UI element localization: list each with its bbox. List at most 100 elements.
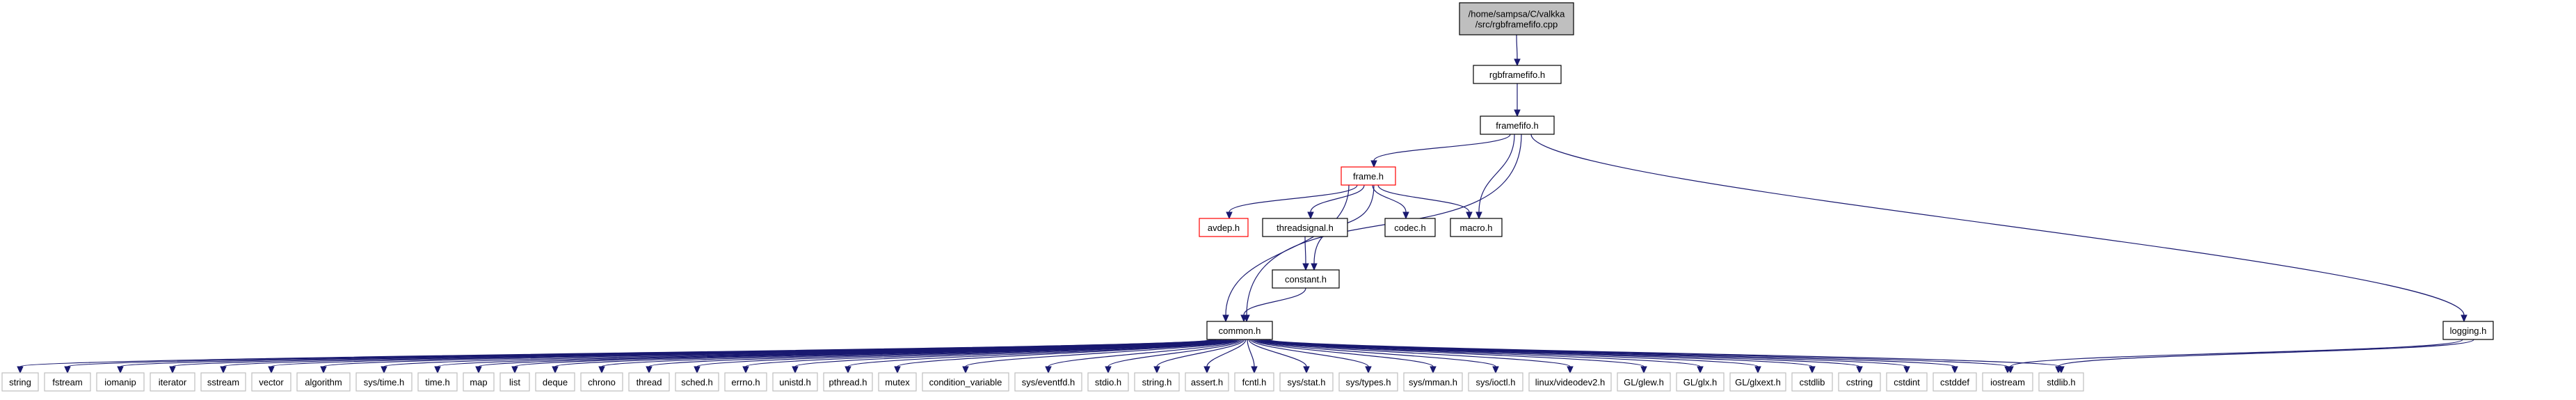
edge-arrowhead bbox=[1402, 211, 1409, 220]
node-leaf-pthread-h[interactable]: pthread.h bbox=[823, 372, 873, 392]
node-framefifo[interactable]: framefifo.h bbox=[1480, 115, 1555, 135]
node-leaf-fcntl-h[interactable]: fcntl.h bbox=[1234, 372, 1274, 392]
edge-framefifo-to-common bbox=[1246, 134, 1522, 316]
node-leaf-GL-glew-h[interactable]: GL/glew.h bbox=[1617, 372, 1671, 392]
edge-common-to-pthread-h bbox=[847, 339, 1238, 367]
node-threadsignal-label: threadsignal.h bbox=[1277, 223, 1334, 233]
node-leaf-linux-videodev2-h[interactable]: linux/videodev2.h bbox=[1528, 372, 1612, 392]
node-leaf-thread[interactable]: thread bbox=[628, 372, 670, 392]
node-leaf-mutex[interactable]: mutex bbox=[878, 372, 917, 392]
edge-frame-to-avdep bbox=[1229, 184, 1358, 213]
node-leaf-list[interactable]: list bbox=[499, 372, 530, 392]
edge-arrowhead bbox=[1365, 366, 1372, 374]
edge-arrowhead bbox=[1492, 366, 1499, 374]
node-leaf-assert-h-box bbox=[1185, 372, 1229, 392]
edge-threadsignal-to-constant bbox=[1304, 236, 1306, 264]
node-leaf-time-h-label: time.h bbox=[425, 377, 449, 387]
node-leaf-sched-h-box bbox=[675, 372, 719, 392]
node-logging[interactable]: logging.h bbox=[2442, 321, 2494, 340]
node-leaf-fstream[interactable]: fstream bbox=[44, 372, 91, 392]
edge-logging-to-stdlib bbox=[2058, 339, 2474, 367]
node-leaf-unistd-h-label: unistd.h bbox=[779, 377, 811, 387]
node-leaf-cstdlib[interactable]: cstdlib bbox=[1791, 372, 1833, 392]
node-leaf-algorithm[interactable]: algorithm bbox=[296, 372, 351, 392]
node-leaf-sys-ioctl-h[interactable]: sys/ioctl.h bbox=[1468, 372, 1523, 392]
node-leaf-GL-glx-h-label: GL/glx.h bbox=[1683, 377, 1717, 387]
node-leaf-sys-time-h-box bbox=[355, 372, 413, 392]
edge-common-to-assert-h bbox=[1206, 339, 1247, 367]
node-leaf-thread-label: thread bbox=[637, 377, 662, 387]
node-leaf-string-h[interactable]: string.h bbox=[1134, 372, 1180, 392]
node-leaf-time-h[interactable]: time.h bbox=[417, 372, 458, 392]
node-leaf-sys-mman-h[interactable]: sys/mman.h bbox=[1403, 372, 1463, 392]
node-codec[interactable]: codec.h bbox=[1384, 218, 1436, 237]
node-leaf-cstddef[interactable]: cstddef bbox=[1933, 372, 1977, 392]
node-macro[interactable]: macro.h bbox=[1450, 218, 1503, 237]
node-leaf-iostream-label: iostream bbox=[1990, 377, 2025, 387]
node-leaf-sys-types-h[interactable]: sys/types.h bbox=[1338, 372, 1398, 392]
node-leaf-errno-h[interactable]: errno.h bbox=[724, 372, 767, 392]
node-leaf-cstring-label: cstring bbox=[1846, 377, 1873, 387]
dependency-edges bbox=[17, 34, 2474, 374]
edge-common-to-GL-glew-h bbox=[1256, 339, 1645, 367]
node-frame-box bbox=[1341, 166, 1396, 186]
node-leaf-assert-h[interactable]: assert.h bbox=[1185, 372, 1229, 392]
node-frame[interactable]: frame.h bbox=[1341, 166, 1396, 186]
edge-logging-to-iostream bbox=[2010, 339, 2463, 367]
node-leaf-cstdint[interactable]: cstdint bbox=[1886, 372, 1928, 392]
node-leaf-stdio-h[interactable]: stdio.h bbox=[1087, 372, 1129, 392]
node-leaf-map[interactable]: map bbox=[463, 372, 495, 392]
edge-frame-to-common bbox=[1225, 184, 1350, 316]
node-leaf-thread-box bbox=[628, 372, 670, 392]
edge-arrowhead bbox=[1222, 314, 1229, 323]
node-leaf-sys-time-h[interactable]: sys/time.h bbox=[355, 372, 413, 392]
edge-common-to-sys-eventfd-h bbox=[1048, 339, 1242, 367]
node-threadsignal-box bbox=[1262, 218, 1348, 237]
node-rgbframefifo[interactable]: rgbframefifo.h bbox=[1473, 65, 1562, 84]
node-leaf-unistd-h[interactable]: unistd.h bbox=[772, 372, 818, 392]
edge-arrowhead bbox=[962, 366, 969, 374]
node-common[interactable]: common.h bbox=[1206, 321, 1273, 340]
node-leaf-cstddef-label: cstddef bbox=[1940, 377, 1969, 387]
node-leaf-condition-variable-box bbox=[922, 372, 1009, 392]
node-leaf-stdlib-h[interactable]: stdlib.h bbox=[2038, 372, 2084, 392]
node-leaf-GL-glxext-h[interactable]: GL/glxext.h bbox=[1729, 372, 1786, 392]
edge-common-to-GL-glx-h bbox=[1257, 339, 1701, 367]
dependency-nodes: /home/sampsa/C/valkka/src/rgbframefifo.c… bbox=[1, 2, 2494, 392]
node-leaf-map-label: map bbox=[470, 377, 487, 387]
node-leaf-sys-eventfd-h[interactable]: sys/eventfd.h bbox=[1014, 372, 1082, 392]
node-leaf-cstdint-box bbox=[1886, 372, 1928, 392]
edge-arrowhead bbox=[742, 366, 749, 374]
node-root-file[interactable]: /home/sampsa/C/valkka/src/rgbframefifo.c… bbox=[1459, 2, 1574, 35]
node-leaf-sched-h[interactable]: sched.h bbox=[675, 372, 719, 392]
edge-arrowhead bbox=[1856, 366, 1863, 374]
node-leaf-vector[interactable]: vector bbox=[251, 372, 291, 392]
node-leaf-iostream[interactable]: iostream bbox=[1982, 372, 2033, 392]
edge-arrowhead bbox=[475, 366, 482, 374]
node-leaf-linux-videodev2-h-box bbox=[1528, 372, 1612, 392]
node-avdep[interactable]: avdep.h bbox=[1199, 218, 1249, 237]
node-leaf-iomanip[interactable]: iomanip bbox=[96, 372, 145, 392]
edge-arrowhead bbox=[1567, 366, 1574, 374]
edge-arrowhead bbox=[320, 366, 327, 374]
node-leaf-sstream[interactable]: sstream bbox=[200, 372, 246, 392]
node-leaf-sys-time-h-label: sys/time.h bbox=[364, 377, 405, 387]
node-leaf-errno-h-label: errno.h bbox=[731, 377, 760, 387]
node-leaf-iterator[interactable]: iterator bbox=[150, 372, 195, 392]
node-leaf-chrono[interactable]: chrono bbox=[580, 372, 623, 392]
node-leaf-sys-stat-h[interactable]: sys/stat.h bbox=[1279, 372, 1334, 392]
node-leaf-sstream-label: sstream bbox=[207, 377, 239, 387]
node-leaf-condition-variable[interactable]: condition_variable bbox=[922, 372, 1009, 392]
node-framefifo-box bbox=[1480, 115, 1555, 135]
node-threadsignal[interactable]: threadsignal.h bbox=[1262, 218, 1348, 237]
node-leaf-mutex-label: mutex bbox=[885, 377, 910, 387]
node-leaf-cstring[interactable]: cstring bbox=[1838, 372, 1881, 392]
node-leaf-string[interactable]: string bbox=[1, 372, 39, 392]
node-constant[interactable]: constant.h bbox=[1272, 269, 1340, 289]
node-framefifo-label: framefifo.h bbox=[1496, 120, 1538, 131]
node-leaf-cstring-box bbox=[1838, 372, 1881, 392]
edge-arrowhead bbox=[17, 366, 24, 374]
node-leaf-deque[interactable]: deque bbox=[535, 372, 575, 392]
node-leaf-GL-glx-h[interactable]: GL/glx.h bbox=[1676, 372, 1725, 392]
